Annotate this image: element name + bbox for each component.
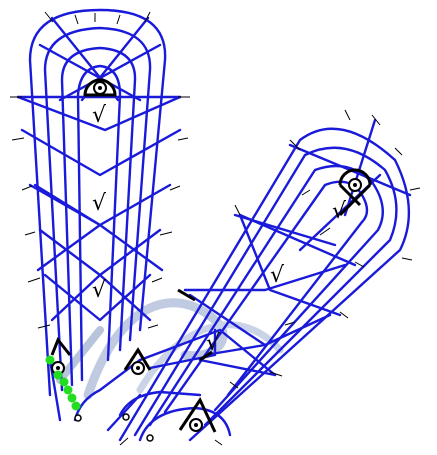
check-mark: √ (92, 103, 107, 128)
pin-center-left (125, 350, 150, 374)
pin-bottom-right (180, 400, 215, 432)
check-mark: √ (332, 199, 347, 224)
end-hole (147, 435, 153, 441)
check-mark: √ (92, 278, 107, 303)
green-dot (72, 402, 81, 411)
green-dot (46, 356, 55, 365)
green-dot (64, 386, 73, 395)
end-hole (75, 415, 81, 421)
check-mark: √ (92, 191, 107, 216)
pins (52, 80, 370, 441)
check-mark: √ (270, 263, 285, 288)
green-dot (54, 371, 63, 380)
right-arm (108, 120, 410, 440)
end-hole (123, 414, 129, 420)
pin-top-left (85, 80, 115, 95)
green-dot (68, 394, 77, 403)
green-dot (60, 378, 69, 387)
check-mark: √ (206, 331, 221, 356)
